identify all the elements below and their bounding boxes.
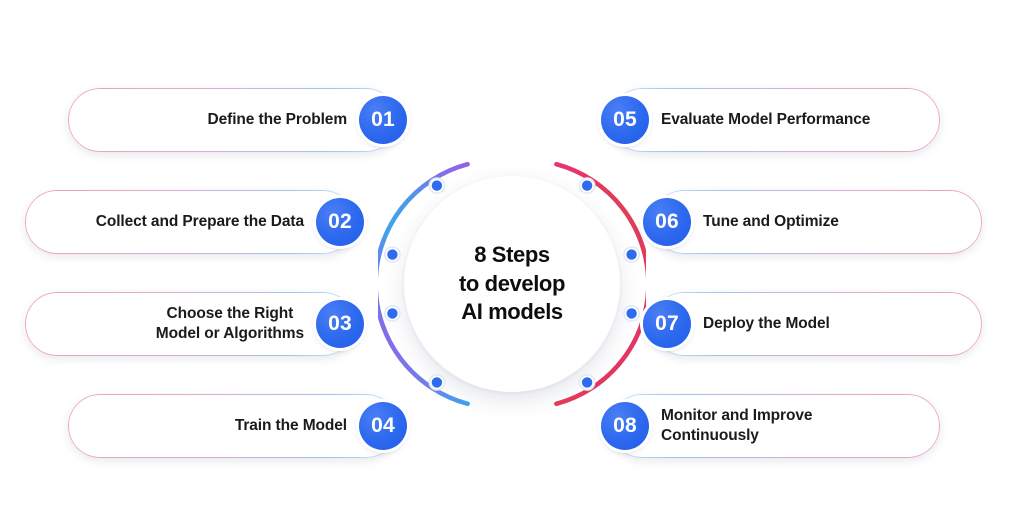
step-card-06-label: Tune and Optimize — [703, 213, 839, 231]
ring-node-1 — [431, 180, 443, 191]
step-card-07-inner: 07 Deploy the Model — [643, 294, 980, 354]
step-card-01-inner: Define the Problem 01 — [70, 90, 407, 150]
step-card-03-inner: Choose the Right Model or Algorithms 03 — [27, 294, 364, 354]
step-badge-08: 08 — [601, 402, 649, 450]
step-card-01-label: Define the Problem — [207, 111, 348, 129]
ring-node-6 — [626, 249, 637, 260]
step-badge-05: 05 — [601, 96, 649, 144]
ring-node-2 — [387, 249, 398, 260]
step-badge-01: 01 — [359, 96, 407, 144]
step-card-03[interactable]: Choose the Right Model or Algorithms 03 — [25, 292, 364, 356]
step-card-07-label: Deploy the Model — [703, 315, 830, 333]
ring-arcs — [378, 161, 646, 407]
step-card-04-inner: Train the Model 04 — [70, 396, 407, 456]
step-badge-02: 02 — [316, 198, 364, 246]
step-card-05[interactable]: 05 Evaluate Model Performance — [601, 88, 940, 152]
ring-node-5 — [581, 180, 593, 191]
left-connector-arc — [378, 161, 470, 407]
center-disc — [404, 176, 620, 392]
step-card-02-label: Collect and Prepare the Data — [95, 213, 304, 231]
step-card-04[interactable]: Train the Model 04 — [68, 394, 407, 458]
ring-node-4 — [431, 377, 443, 388]
step-card-08-label: Monitor and Improve Continuously — [661, 407, 813, 444]
step-badge-06: 06 — [643, 198, 691, 246]
step-badge-03: 03 — [316, 300, 364, 348]
ring-node-8 — [581, 377, 593, 388]
step-card-08-inner: 08 Monitor and Improve Continuously — [601, 396, 938, 456]
step-card-06[interactable]: 06 Tune and Optimize — [643, 190, 982, 254]
step-card-07[interactable]: 07 Deploy the Model — [643, 292, 982, 356]
ring-node-group — [383, 177, 640, 391]
step-badge-07: 07 — [643, 300, 691, 348]
step-card-05-inner: 05 Evaluate Model Performance — [601, 90, 938, 150]
step-card-04-label: Train the Model — [234, 417, 347, 435]
step-card-05-label: Evaluate Model Performance — [661, 111, 871, 129]
step-card-01[interactable]: Define the Problem 01 — [68, 88, 407, 152]
step-card-08[interactable]: 08 Monitor and Improve Continuously — [601, 394, 940, 458]
ring-node-7 — [626, 308, 637, 319]
ring-node-3 — [387, 308, 398, 319]
step-card-02[interactable]: Collect and Prepare the Data 02 — [25, 190, 364, 254]
center-ring: 8 Steps to develop AI models — [378, 150, 646, 418]
step-card-06-inner: 06 Tune and Optimize — [643, 192, 980, 252]
step-card-02-inner: Collect and Prepare the Data 02 — [27, 192, 364, 252]
step-badge-04: 04 — [359, 402, 407, 450]
right-connector-arc — [554, 161, 646, 407]
center-title: 8 Steps to develop AI models — [458, 242, 565, 325]
step-card-03-label: Choose the Right Model or Algorithms — [155, 305, 304, 342]
